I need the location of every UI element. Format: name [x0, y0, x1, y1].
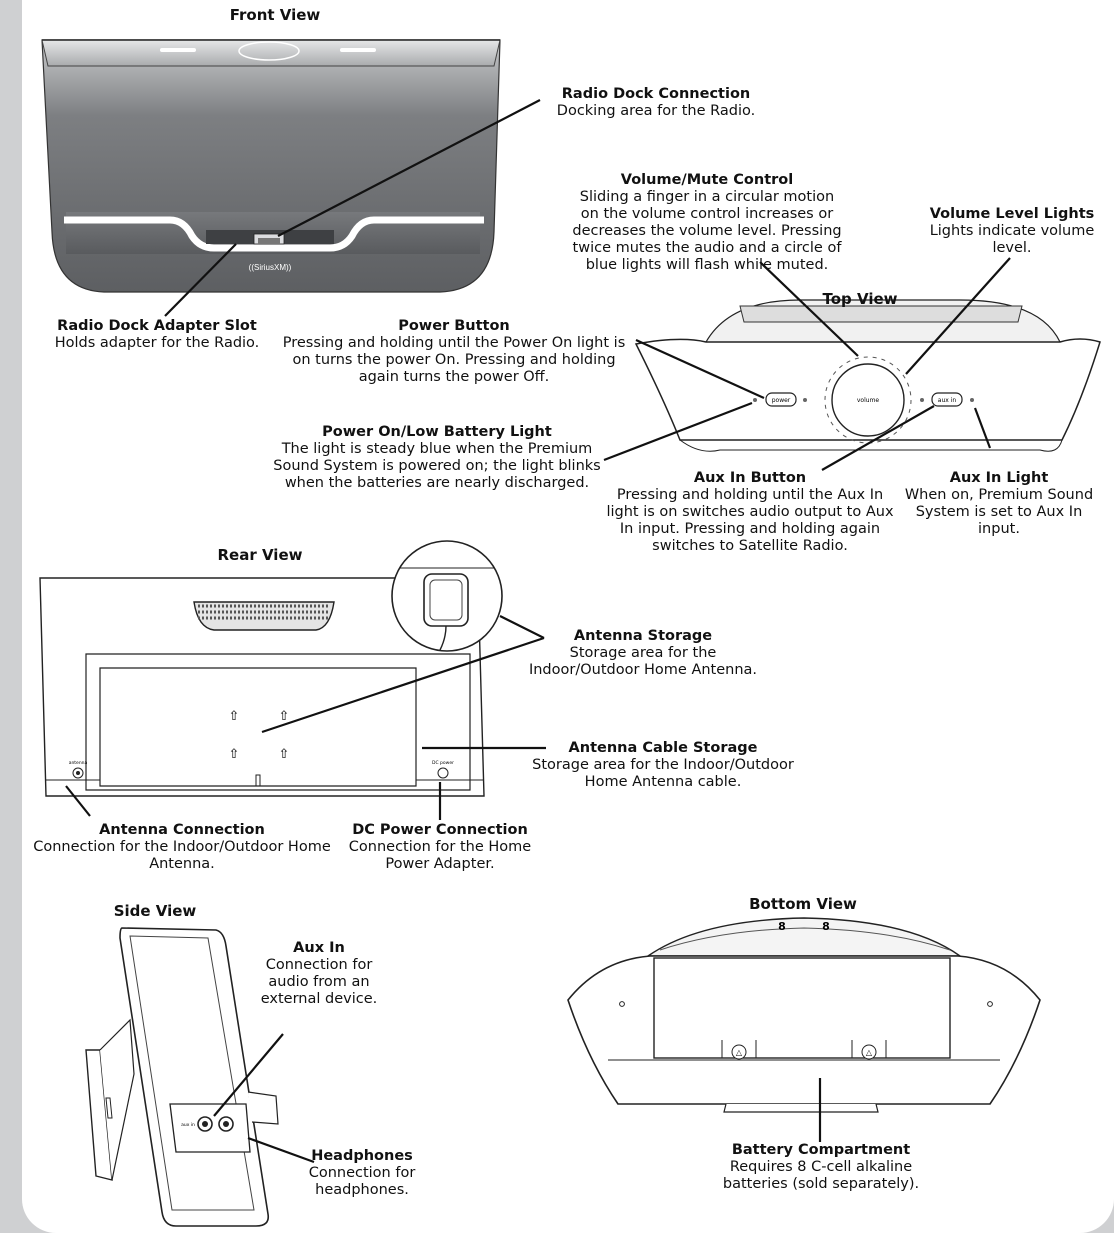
- svg-text:△: △: [866, 1048, 873, 1057]
- callout-desc: Connection for the Home Power Adapter.: [348, 839, 532, 872]
- callout-volume-mute-control: Volume/Mute Control Sliding a finger in …: [572, 172, 842, 274]
- callout-battery-compartment: Battery Compartment Requires 8 C-cell al…: [708, 1142, 934, 1193]
- callout-title: Power Button: [398, 318, 510, 334]
- svg-text:⇧: ⇧: [279, 747, 290, 762]
- callout-title: Radio Dock Adapter Slot: [57, 318, 257, 334]
- side-view-title: Side View: [113, 902, 197, 920]
- bottom-view-device: 8 8 △ △: [567, 917, 1041, 1113]
- callout-dc-power-connection: DC Power Connection Connection for the H…: [336, 822, 544, 873]
- callout-desc: Docking area for the Radio.: [556, 103, 756, 119]
- callout-title: DC Power Connection: [352, 822, 528, 838]
- rear-view-device: ⇧ ⇧ ⇧ ⇧: [39, 540, 503, 797]
- callout-volume-level-lights: Volume Level Lights Lights indicate volu…: [922, 206, 1102, 257]
- callout-antenna-connection: Antenna Connection Connection for the In…: [24, 822, 340, 873]
- callout-title: Battery Compartment: [731, 1142, 911, 1158]
- callout-desc: Requires 8 C-cell alkaline batteries (so…: [722, 1159, 920, 1192]
- svg-text:⇧: ⇧: [229, 709, 240, 724]
- siriusxm-logo: ((SiriusXM)): [249, 263, 292, 272]
- callout-radio-dock-connection: Radio Dock Connection Docking area for t…: [520, 86, 792, 120]
- bottom-view-title: Bottom View: [749, 895, 857, 913]
- svg-text:⇧: ⇧: [229, 747, 240, 762]
- callout-desc: Connection for audio from an external de…: [260, 957, 378, 1007]
- callout-desc: Connection for the Indoor/Outdoor Home A…: [33, 839, 331, 872]
- callout-title: Volume/Mute Control: [620, 172, 794, 188]
- callout-antenna-cable-storage: Antenna Cable Storage Storage area for t…: [520, 740, 806, 791]
- side-aux-label: aux in: [181, 1122, 195, 1128]
- callout-title: Antenna Connection: [99, 822, 265, 838]
- callout-power-button: Power Button Pressing and holding until …: [282, 318, 626, 386]
- callout-title: Radio Dock Connection: [561, 86, 751, 102]
- svg-text:8: 8: [778, 920, 786, 933]
- callout-desc: When on, Premium Sound System is set to …: [904, 487, 1094, 537]
- antenna-port-label: antenna: [69, 760, 88, 766]
- callout-antenna-storage: Antenna Storage Storage area for the Ind…: [520, 628, 766, 679]
- callout-radio-dock-adapter-slot: Radio Dock Adapter Slot Holds adapter fo…: [30, 318, 284, 352]
- callout-aux-in-light: Aux In Light When on, Premium Sound Syst…: [904, 470, 1094, 538]
- leader-lines: [65, 99, 1011, 1164]
- callout-power-on-low-battery-light: Power On/Low Battery Light The light is …: [272, 424, 602, 492]
- svg-text:△: △: [736, 1048, 743, 1057]
- callout-desc: Holds adapter for the Radio.: [54, 335, 260, 351]
- front-view-device: [41, 39, 501, 293]
- aux-key-label: aux in: [938, 397, 957, 404]
- dc-power-port-label: DC power: [432, 760, 454, 766]
- front-view-title: Front View: [229, 6, 321, 24]
- callout-title: Aux In Light: [949, 470, 1049, 486]
- svg-text:8: 8: [822, 920, 830, 933]
- top-view-title: Top View: [822, 290, 898, 308]
- callout-desc: The light is steady blue when the Premiu…: [273, 441, 601, 491]
- callout-desc: Pressing and holding until the Aux In li…: [606, 487, 894, 554]
- callout-title: Aux In: [293, 940, 345, 956]
- callout-desc: Sliding a finger in a circular motion on…: [572, 189, 842, 273]
- top-view-device: [634, 299, 1101, 452]
- callout-desc: Storage area for the Indoor/Outdoor Home…: [532, 757, 794, 790]
- side-view-device: [85, 927, 279, 1227]
- rear-view-title: Rear View: [217, 546, 303, 564]
- callout-title: Volume Level Lights: [929, 206, 1095, 222]
- svg-text:⇧: ⇧: [279, 709, 290, 724]
- callout-title: Aux In Button: [693, 470, 807, 486]
- callout-desc: Lights indicate volume level.: [929, 223, 1095, 256]
- callout-desc: Pressing and holding until the Power On …: [282, 335, 626, 385]
- callout-aux-in-button: Aux In Button Pressing and holding until…: [602, 470, 898, 555]
- power-key-label: power: [772, 397, 791, 404]
- callout-title: Power On/Low Battery Light: [322, 424, 552, 440]
- callout-desc: Connection for headphones.: [308, 1165, 416, 1198]
- callout-desc: Storage area for the Indoor/Outdoor Home…: [528, 645, 758, 678]
- callout-title: Antenna Cable Storage: [568, 740, 758, 756]
- callout-title: Headphones: [311, 1148, 413, 1164]
- callout-aux-in-port: Aux In Connection for audio from an exte…: [246, 940, 392, 1008]
- volume-key-label: volume: [857, 397, 880, 404]
- callout-title: Antenna Storage: [573, 628, 713, 644]
- callout-headphones: Headphones Connection for headphones.: [300, 1148, 424, 1199]
